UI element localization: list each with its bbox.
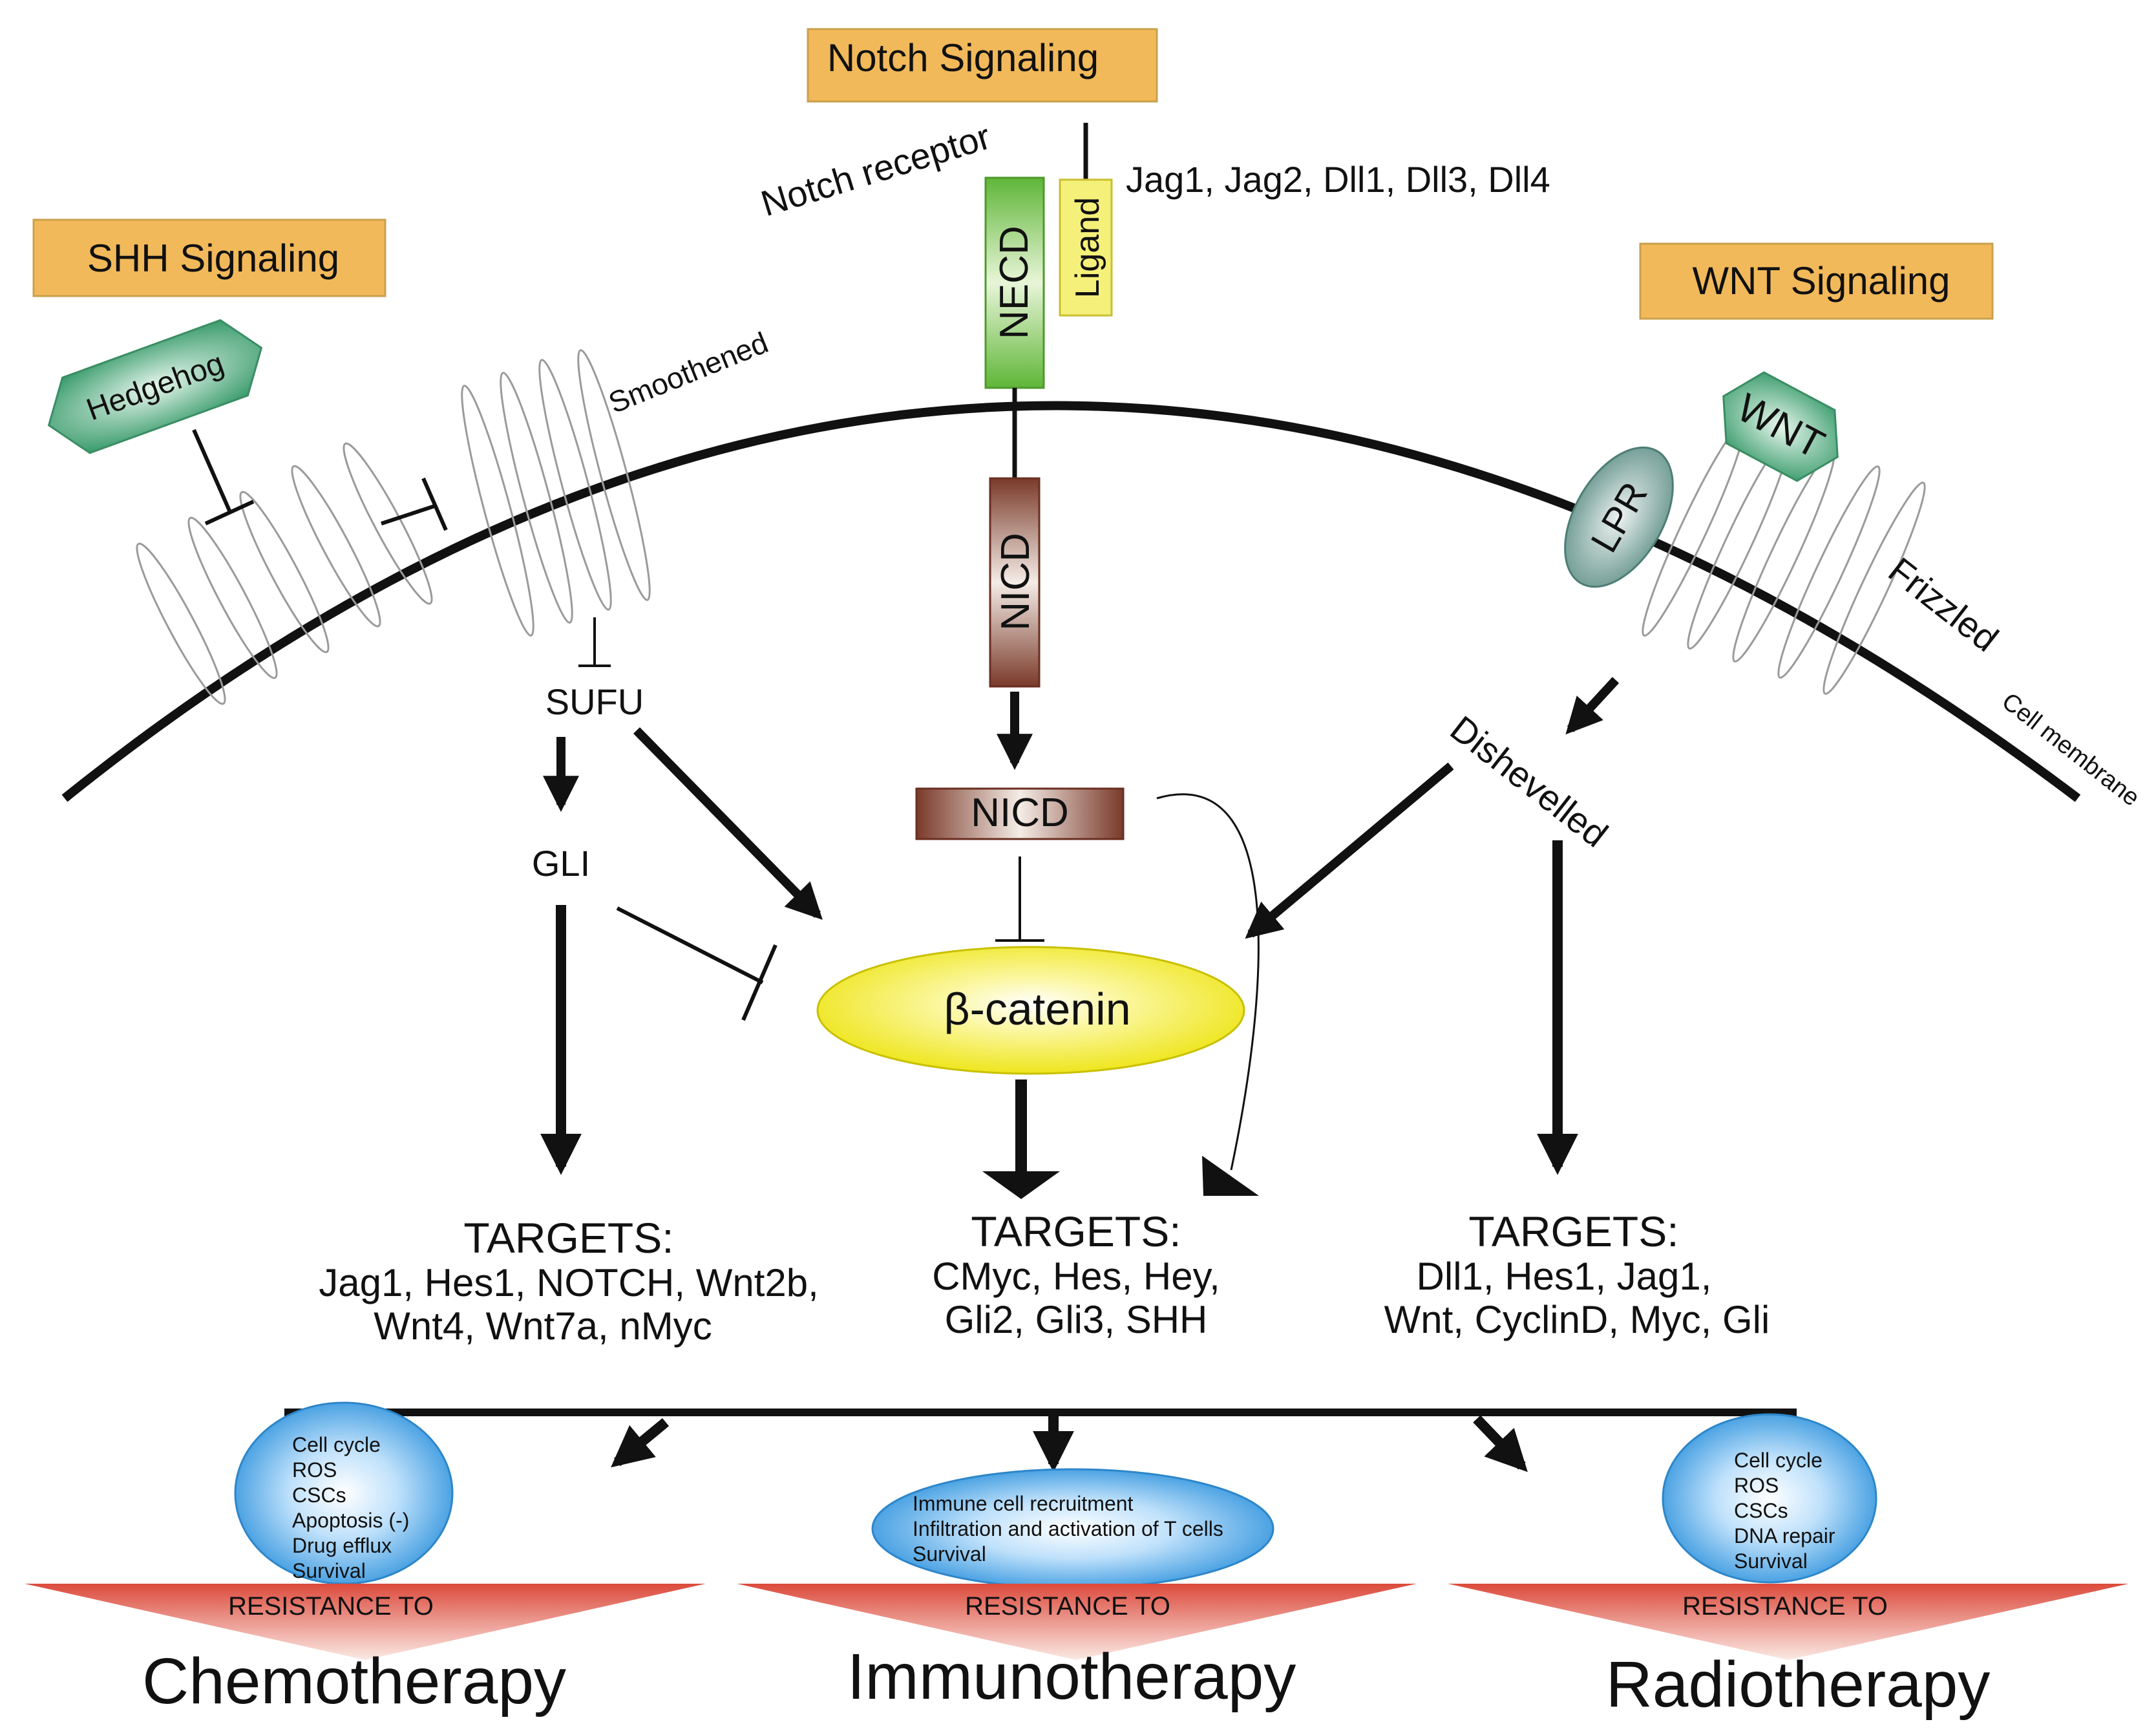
- ligand-label: Ligand: [1069, 197, 1106, 298]
- chemo-mechanism-item: CSCs: [292, 1483, 346, 1507]
- immuno-mechanisms: Immune cell recruitment Infiltration and…: [871, 1468, 1274, 1589]
- shh-targets-heading: TARGETS:: [463, 1214, 673, 1262]
- chemo-resistance-label: RESISTANCE TO: [228, 1592, 434, 1621]
- sufu-to-beta-arrow: [633, 727, 823, 920]
- radiotherapy-label: Radiotherapy: [1606, 1648, 1991, 1721]
- hedgehog-ligand: Hedgehog: [47, 319, 263, 454]
- wnt-targets-heading: TARGETS:: [1468, 1207, 1678, 1255]
- notch-receptor-label: Notch receptor: [756, 116, 995, 224]
- immuno-resistance-label: RESISTANCE TO: [965, 1592, 1170, 1621]
- to-radio-arrow: [1473, 1415, 1528, 1473]
- necd-label: NECD: [992, 226, 1037, 339]
- wnt-targets-line: Dll1, Hes1, Jag1,: [1417, 1255, 1712, 1298]
- to-chemo-arrow: [611, 1418, 670, 1468]
- smoothened-inhibition: [578, 617, 611, 667]
- gli-label: GLI: [532, 843, 590, 884]
- smoothened-receptor: [461, 349, 651, 637]
- cell-membrane-line: [61, 401, 2081, 802]
- dishevelled-label: Dishevelled: [1443, 708, 1616, 855]
- immuno-mechanism-item: Immune cell recruitment: [913, 1492, 1134, 1515]
- radio-resistance: RESISTANCE TO Radiotherapy: [1448, 1584, 2129, 1721]
- ligand-bar: Ligand: [1059, 178, 1113, 317]
- radio-mechanism-item: Cell cycle: [1734, 1449, 1823, 1472]
- lpr-receptor: LPR: [1564, 446, 1674, 588]
- radio-mechanisms: Cell cycle ROS CSCs DNA repair Survival: [1662, 1413, 1877, 1584]
- smoothened-label: Smoothened: [604, 325, 772, 420]
- notch-targets: TARGETS: CMyc, Hes, Hey, Gli2, Gli3, SHH: [932, 1207, 1220, 1341]
- wnt-ligand: WNT: [1722, 371, 1839, 482]
- nicd-cytoplasm-bar: NICD: [915, 787, 1125, 840]
- shh-signaling-box: SHH Signaling: [32, 218, 386, 297]
- nicd-curve-arrowhead: [1202, 1156, 1259, 1196]
- ligand-list: Jag1, Jag2, Dll1, Dll3, Dll4: [1126, 159, 1550, 200]
- chemotherapy-label: Chemotherapy: [142, 1645, 566, 1717]
- wnt-targets: TARGETS: Dll1, Hes1, Jag1, Wnt, CyclinD,…: [1384, 1207, 1770, 1341]
- radio-resistance-label: RESISTANCE TO: [1682, 1592, 1888, 1621]
- radio-mechanism-item: ROS: [1734, 1474, 1779, 1497]
- shh-signaling-title: SHH Signaling: [87, 237, 339, 280]
- chemo-mechanism-item: ROS: [292, 1458, 337, 1482]
- chemo-mechanism-item: Survival: [292, 1559, 366, 1582]
- notch-targets-heading: TARGETS:: [971, 1207, 1181, 1255]
- beta-catenin-label: β-catenin: [944, 984, 1130, 1034]
- immuno-mechanism-item: Infiltration and activation of T cells: [913, 1517, 1223, 1540]
- nicd-membrane-bar: NICD: [989, 477, 1041, 688]
- shh-targets-line: Wnt4, Wnt7a, nMyc: [374, 1304, 712, 1348]
- wnt-targets-line: Wnt, CyclinD, Myc, Gli: [1384, 1298, 1770, 1341]
- sufu-label: SUFU: [545, 681, 644, 722]
- patched-inhibition: [381, 477, 448, 531]
- immuno-resistance: RESISTANCE TO Immunotherapy: [737, 1584, 1417, 1713]
- nicd-inhibition: [995, 856, 1044, 942]
- radio-mechanism-item: CSCs: [1734, 1499, 1788, 1522]
- shh-targets: TARGETS: Jag1, Hes1, NOTCH, Wnt2b, Wnt4,…: [319, 1214, 819, 1348]
- chemo-mechanisms: Cell cycle ROS CSCs Apoptosis (-) Drug e…: [234, 1401, 454, 1585]
- gli-inhibition: [616, 906, 777, 1021]
- shh-targets-line: Jag1, Hes1, NOTCH, Wnt2b,: [319, 1261, 819, 1304]
- notch-signaling-title: Notch Signaling: [827, 36, 1099, 80]
- dishevelled-to-beta-arrow: [1245, 762, 1454, 939]
- immuno-mechanism-item: Survival: [913, 1542, 986, 1566]
- wnt-signaling-box: WNT Signaling: [1639, 242, 1994, 320]
- wnt-signaling-title: WNT Signaling: [1692, 259, 1950, 303]
- notch-targets-line: CMyc, Hes, Hey,: [932, 1255, 1220, 1298]
- nicd-cytoplasm-label: NICD: [971, 791, 1069, 835]
- nicd-curve-arrow: [1156, 793, 1260, 1171]
- hedgehog-inhibition: [192, 429, 255, 526]
- chemo-mechanism-item: Drug efflux: [292, 1534, 392, 1557]
- notch-targets-line: Gli2, Gli3, SHH: [945, 1298, 1208, 1341]
- immunotherapy-label: Immunotherapy: [847, 1641, 1296, 1713]
- nicd-membrane-label: NICD: [993, 533, 1038, 631]
- beta-to-targets-arrowhead: [982, 1171, 1060, 1199]
- beta-catenin: β-catenin: [816, 946, 1245, 1075]
- notch-signaling-box: Notch Signaling: [807, 28, 1158, 103]
- chemo-resistance: RESISTANCE TO Chemotherapy: [25, 1584, 706, 1717]
- frizzled-to-dishevelled-arrow: [1565, 677, 1620, 735]
- necd-bar: NECD: [984, 176, 1045, 389]
- radio-mechanism-item: Survival: [1734, 1549, 1808, 1573]
- radio-mechanism-item: DNA repair: [1734, 1524, 1835, 1547]
- chemo-mechanism-item: Apoptosis (-): [292, 1509, 409, 1532]
- chemo-mechanism-item: Cell cycle: [292, 1433, 381, 1456]
- frizzled-label: Frizzled: [1881, 549, 2006, 659]
